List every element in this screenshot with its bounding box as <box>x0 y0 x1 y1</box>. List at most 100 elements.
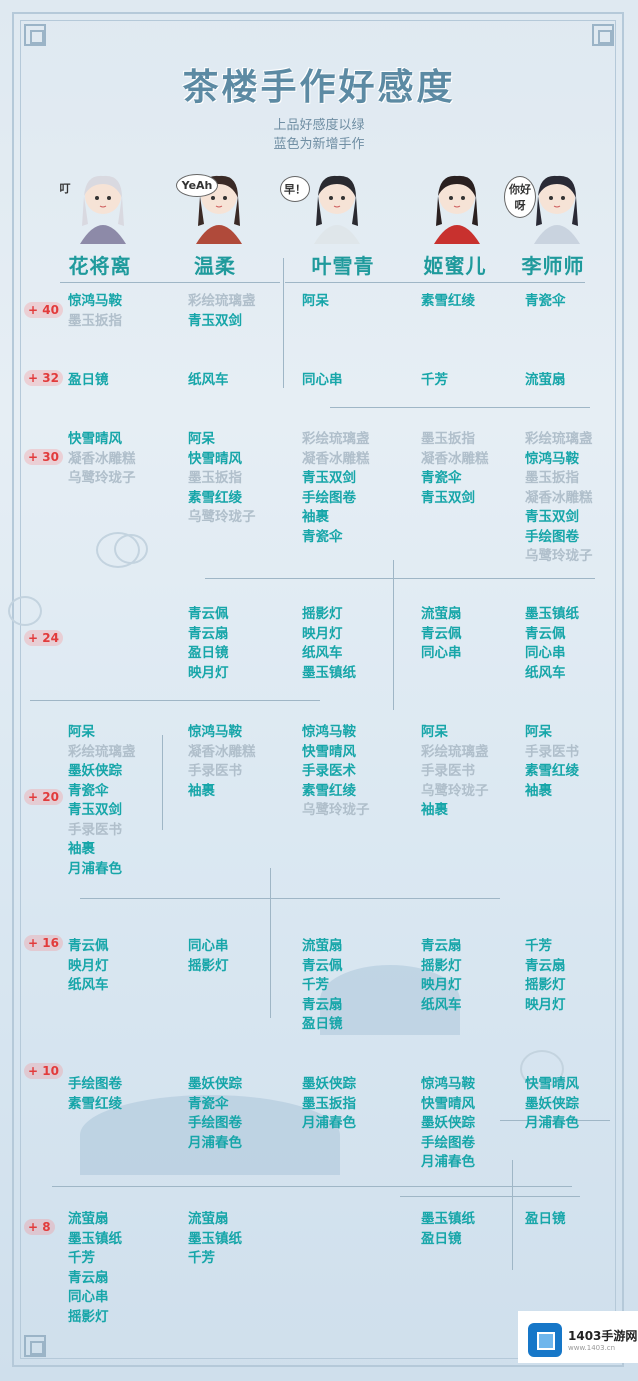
gift-item: 墨玉镇纸 <box>302 664 356 681</box>
gift-item: 阿呆 <box>421 724 448 740</box>
gift-item: 摇影灯 <box>68 1308 109 1325</box>
gift-cell: 惊鸿马鞍快雪晴风手录医术素雪红绫乌鹭玲珑子 <box>302 723 370 821</box>
character-portrait <box>520 166 594 246</box>
gift-item: 青云扇 <box>421 938 462 954</box>
gift-item: 素雪红绫 <box>302 782 356 799</box>
gift-item: 青云扇 <box>302 996 343 1013</box>
gift-item: 惊鸿马鞍 <box>188 724 242 740</box>
gift-item: 乌鹭玲珑子 <box>68 470 136 486</box>
gift-item: 手录医书 <box>188 763 242 779</box>
gift-cell: 摇影灯映月灯纸风车墨玉镇纸 <box>302 605 356 683</box>
gift-item: 手绘图卷 <box>525 528 579 545</box>
divider-line <box>512 1160 513 1270</box>
gift-item: 青瓷伞 <box>68 782 109 799</box>
gift-item: 彩绘琉璃盏 <box>68 743 136 760</box>
affinity-value-badge: + 8 <box>24 1219 55 1235</box>
gift-item: 彩绘琉璃盏 <box>525 431 593 447</box>
gift-item: 摇影灯 <box>421 957 462 974</box>
gift-item: 墨玉镇纸 <box>421 1211 475 1227</box>
gift-item: 青玉双剑 <box>68 802 122 818</box>
gift-item: 青云扇 <box>525 957 566 974</box>
gift-item: 墨玉扳指 <box>302 1095 356 1112</box>
affinity-value-badge: + 24 <box>24 630 63 646</box>
gift-item: 阿呆 <box>302 293 329 309</box>
divider-line <box>162 735 163 830</box>
mountain-silhouette <box>320 965 460 1035</box>
gift-item: 墨玉扳指 <box>421 431 475 447</box>
gift-item: 青瓷伞 <box>421 470 462 486</box>
gift-item: 惊鸿马鞍 <box>421 1076 475 1092</box>
gift-item: 千芳 <box>68 1250 95 1266</box>
subtitle-line-2: 蓝色为新增手作 <box>273 137 365 152</box>
gift-item: 袖裹 <box>68 841 95 857</box>
gift-item: 手录医书 <box>525 743 579 760</box>
gift-cell: 青云佩青云扇盈日镜映月灯 <box>188 605 229 683</box>
gift-item: 青云佩 <box>525 625 566 642</box>
affinity-value-badge: + 10 <box>24 1063 63 1079</box>
gift-item: 月浦春色 <box>302 1115 356 1131</box>
divider-line <box>393 560 394 710</box>
character-portrait <box>300 166 374 246</box>
gift-item: 青玉双剑 <box>302 470 356 486</box>
gift-cell: 快雪晴风凝香冰雕糕乌鹭玲珑子 <box>68 430 136 489</box>
gift-cell: 墨妖侠踪墨玉扳指月浦春色 <box>302 1075 356 1134</box>
gift-item: 素雪红绫 <box>188 489 242 506</box>
gift-cell: 阿呆彩绘琉璃盏手录医书乌鹭玲珑子袖裹 <box>421 723 489 821</box>
gift-item: 流萤扇 <box>302 938 343 954</box>
cube-logo-icon <box>528 1323 562 1357</box>
gift-item: 快雪晴风 <box>525 1076 579 1092</box>
gift-item: 青云佩 <box>302 957 343 974</box>
gift-item: 手绘图卷 <box>188 1115 242 1131</box>
gift-item: 凝香冰雕糕 <box>525 489 593 506</box>
gift-item: 盈日镜 <box>188 645 229 661</box>
gift-cell: 彩绘琉璃盏惊鸿马鞍墨玉扳指凝香冰雕糕青玉双剑手绘图卷乌鹭玲珑子 <box>525 430 593 567</box>
gift-cell: 阿呆手录医书素雪红绫袖裹 <box>525 723 579 801</box>
gift-item: 乌鹭玲珑子 <box>525 548 593 564</box>
gift-cell: 千芳青云扇摇影灯映月灯 <box>525 937 566 1015</box>
gift-cell: 彩绘琉璃盏青玉双剑 <box>188 292 256 331</box>
affinity-value-badge: + 30 <box>24 449 63 465</box>
gift-item: 袖裹 <box>525 782 552 799</box>
gift-cell: 阿呆快雪晴风墨玉扳指素雪红绫乌鹭玲珑子 <box>188 430 256 528</box>
gift-item: 阿呆 <box>68 724 95 740</box>
gift-item: 青云佩 <box>68 938 109 954</box>
gift-item: 墨妖侠踪 <box>188 1076 242 1092</box>
chibi-character-icon <box>434 175 480 244</box>
corner-ornament-icon <box>24 1335 46 1357</box>
divider-line <box>52 1186 572 1187</box>
character-name: 姬蜜儿 <box>423 254 487 278</box>
gift-item: 青瓷伞 <box>188 1095 229 1112</box>
corner-ornament-icon <box>24 24 46 46</box>
affinity-value-badge: + 20 <box>24 789 63 805</box>
gift-cell: 快雪晴风墨妖侠踪月浦春色 <box>525 1075 579 1134</box>
gift-item: 彩绘琉璃盏 <box>302 431 370 447</box>
gift-item: 映月灯 <box>188 664 229 681</box>
gift-item: 青玉双剑 <box>525 509 579 525</box>
gift-item: 青瓷伞 <box>302 528 343 545</box>
watermark-brand: 1403手游网 <box>568 1329 638 1343</box>
gift-item: 映月灯 <box>421 977 462 993</box>
gift-item: 手绘图卷 <box>421 1134 475 1151</box>
gift-item: 袖裹 <box>188 782 215 799</box>
affinity-value-badge: + 40 <box>24 302 63 318</box>
site-watermark: 1403手游网 www.1403.cn <box>518 1311 638 1363</box>
chibi-character-icon <box>80 175 126 244</box>
gift-item: 同心串 <box>188 938 229 954</box>
gift-cell: 墨玉镇纸青云佩同心串纸风车 <box>525 605 579 683</box>
divider-line <box>30 700 320 701</box>
gift-item: 手绘图卷 <box>68 1076 122 1092</box>
gift-item: 摇影灯 <box>302 606 343 622</box>
inner-frame <box>20 20 616 1359</box>
gift-item: 墨玉镇纸 <box>68 1230 122 1247</box>
gift-cell: 彩绘琉璃盏凝香冰雕糕青玉双剑手绘图卷袖裹青瓷伞 <box>302 430 370 547</box>
gift-item: 流萤扇 <box>421 606 462 622</box>
character-portrait <box>420 166 494 246</box>
gift-cell: 墨玉镇纸盈日镜 <box>421 1210 475 1249</box>
gift-item: 快雪晴风 <box>302 743 356 760</box>
gift-item: 千芳 <box>421 372 448 388</box>
gift-item: 月浦春色 <box>68 860 122 877</box>
mountain-silhouette <box>80 1095 340 1175</box>
gift-item: 盈日镜 <box>302 1016 343 1032</box>
speech-bubble: 你好呀 <box>504 176 536 218</box>
gift-item: 月浦春色 <box>421 1154 475 1170</box>
